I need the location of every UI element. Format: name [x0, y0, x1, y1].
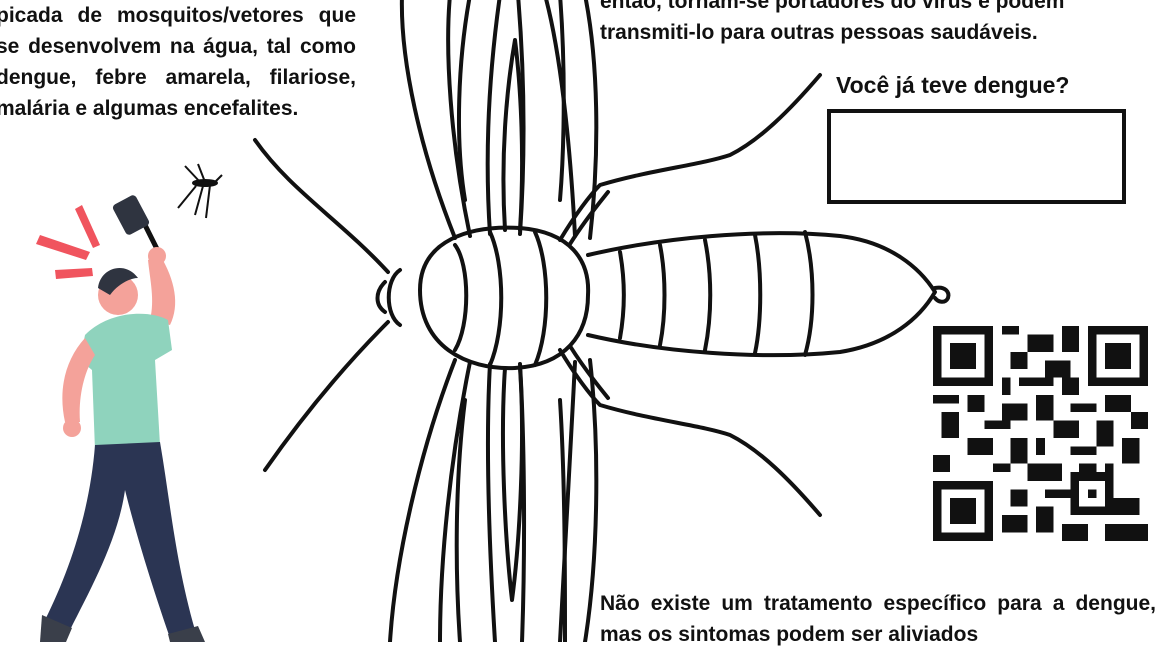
transmission-paragraph: então, tornam-se portadores do vírus e p…: [600, 0, 1065, 44]
flyswatter-icon: [112, 195, 163, 257]
person-illustration: [36, 163, 223, 642]
treatment-paragraph: Não existe um tratamento específico para…: [600, 592, 1156, 646]
alarm-marks-icon: [36, 205, 100, 279]
qr-code[interactable]: [933, 326, 1148, 541]
answer-box[interactable]: [827, 109, 1126, 204]
mosquito-icon: [177, 163, 223, 219]
intro-paragraph: picada de mosquitos/vetores que se desen…: [0, 4, 356, 120]
question-heading: Você já teve dengue?: [836, 72, 1070, 98]
